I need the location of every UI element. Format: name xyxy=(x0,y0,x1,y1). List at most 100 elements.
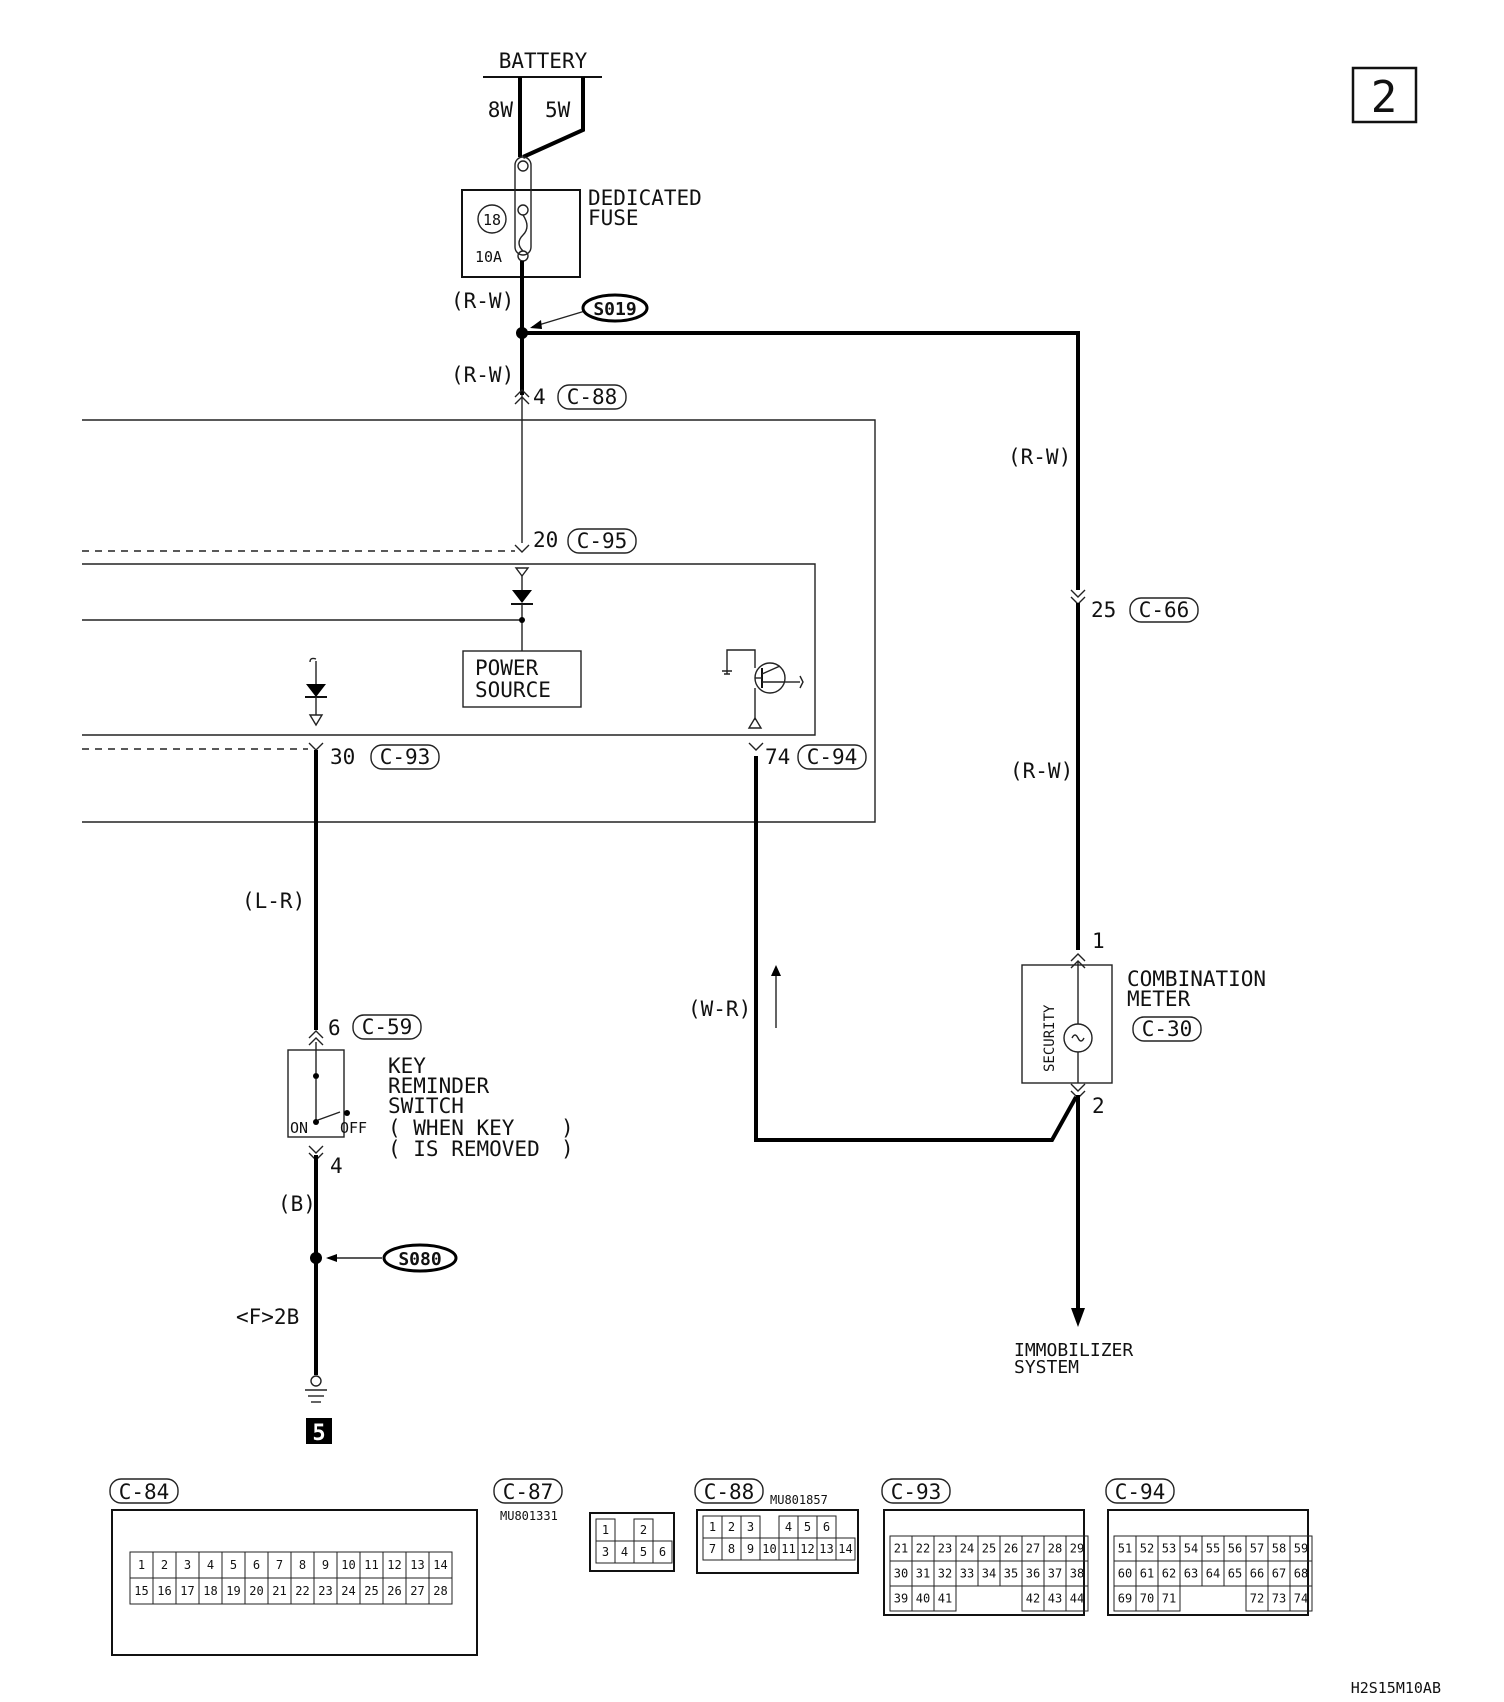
connector-c-88-pin: 4 xyxy=(785,1520,792,1534)
key-switch-line4: ( WHEN KEY xyxy=(388,1116,515,1140)
combination-meter: SECURITY COMBINATION METER C-30 2 xyxy=(1021,962,1266,1118)
connector-c-84-pin: 19 xyxy=(226,1584,240,1598)
connector-c-84-housing xyxy=(111,1509,478,1656)
connector-c-93-pin: 39 xyxy=(894,1592,908,1606)
connector-c-94-housing xyxy=(1107,1509,1309,1616)
connector-c-84-pin: 8 xyxy=(299,1558,306,1572)
connector-c-94-pin: 60 xyxy=(1118,1567,1132,1581)
connector-c-88-pin: 12 xyxy=(800,1542,814,1556)
c66-conn: C-66 xyxy=(1139,598,1190,622)
connector-c-93-pin: 29 xyxy=(1070,1542,1084,1556)
connector-c-94-pin: 62 xyxy=(1162,1567,1176,1581)
c88-conn: C-88 xyxy=(567,385,618,409)
connector-c-84-pin: 28 xyxy=(433,1584,447,1598)
connector-c-84-pin: 20 xyxy=(249,1584,263,1598)
connector-c-94-pin: 61 xyxy=(1140,1567,1154,1581)
c94-pin: 74 xyxy=(765,745,790,769)
connector-c-94-pin: 74 xyxy=(1294,1592,1308,1606)
connector-c-94-pin: 51 xyxy=(1118,1542,1132,1556)
connector-c-84-pin: 14 xyxy=(433,1558,447,1572)
connector-c-94-pin: 58 xyxy=(1272,1542,1286,1556)
connector-c-93-pin: 35 xyxy=(1004,1567,1018,1581)
ground-ref: 5 xyxy=(312,1421,325,1446)
transistor-output xyxy=(722,649,804,729)
connector-c-88-label: C-88 xyxy=(704,1480,755,1504)
connector-c-88-label-frame xyxy=(694,1478,764,1504)
connector-c-84-cavity xyxy=(428,1577,453,1605)
connector-c-84-label: C-84 xyxy=(119,1480,170,1504)
connector-c-87-label-frame xyxy=(493,1478,563,1504)
connector-c-84-pin: 7 xyxy=(276,1558,283,1572)
fuse-rating: 10A xyxy=(475,248,502,266)
connector-c-84-pin: 25 xyxy=(364,1584,378,1598)
connector-c-84-pin: 16 xyxy=(157,1584,171,1598)
connector-c-84-pin: 5 xyxy=(230,1558,237,1572)
connector-c-93-pin: 24 xyxy=(960,1542,974,1556)
c94-conn: C-94 xyxy=(807,745,858,769)
connector-c-87-pin: 2 xyxy=(640,1523,647,1537)
connector-c-93-label: C-93 xyxy=(891,1480,942,1504)
connector-c-84-pin: 1 xyxy=(138,1558,145,1572)
connector-c-84-pin: 27 xyxy=(410,1584,424,1598)
connector-c-88-part-number: MU801857 xyxy=(770,1493,828,1507)
fuse-number: 18 xyxy=(483,211,501,229)
connector-c-94-pin: 64 xyxy=(1206,1567,1220,1581)
power-source-block: POWER SOURCE xyxy=(82,567,582,708)
wire-color-rw-2: (R-W) xyxy=(451,363,514,387)
c93-pin: 30 xyxy=(330,745,355,769)
connector-c-94-pin: 52 xyxy=(1140,1542,1154,1556)
meter-feed: 25 C-66 (R-W) 1 xyxy=(1010,589,1199,969)
wire-color-rw-1: (R-W) xyxy=(451,289,514,313)
key-switch-line3: SWITCH xyxy=(388,1094,464,1118)
connector-c-93-cavity xyxy=(1065,1585,1089,1612)
wire-color-wr: (W-R) xyxy=(688,997,751,1021)
connector-c-93-pin: 41 xyxy=(938,1592,952,1606)
connector-c-84-pin: 11 xyxy=(364,1558,378,1572)
connector-c-88-pin: 8 xyxy=(728,1542,735,1556)
switch-off-label: OFF xyxy=(340,1119,367,1137)
connector-c-94-pin: 70 xyxy=(1140,1592,1154,1606)
switch-on-label: ON xyxy=(290,1119,308,1137)
connector-c-84-pin: 13 xyxy=(410,1558,424,1572)
immobilizer-output: IMMOBILIZER SYSTEM xyxy=(1014,1095,1133,1378)
connector-c-93-pin: 38 xyxy=(1070,1567,1084,1581)
meter-line1: COMBINATION xyxy=(1127,967,1266,991)
connector-c-94-pin: 56 xyxy=(1228,1542,1242,1556)
connector-c-94-pin: 69 xyxy=(1118,1592,1132,1606)
connector-c-88-pin: 3 xyxy=(747,1520,754,1534)
connector-c-93-pin: 30 xyxy=(894,1567,908,1581)
connector-c-87-pin: 1 xyxy=(602,1523,609,1537)
paren-close-2: ) xyxy=(561,1137,574,1161)
connector-c-84-pin: 26 xyxy=(387,1584,401,1598)
connector-c-93-pin: 23 xyxy=(938,1542,952,1556)
connector-c-94-pin: 53 xyxy=(1162,1542,1176,1556)
page-number-box: 2 xyxy=(1351,66,1418,124)
connector-c-93-housing xyxy=(883,1509,1085,1616)
power-feed-wires: (R-W) (R-W) (R-W) S019 xyxy=(451,261,1080,590)
connector-c-94-pin: 71 xyxy=(1162,1592,1176,1606)
connector-c-94-label-frame xyxy=(1105,1478,1175,1504)
connector-c-93-pin: 44 xyxy=(1070,1592,1084,1606)
connector-c-87-pin: 3 xyxy=(602,1545,609,1559)
connector-c-84-pin: 15 xyxy=(134,1584,148,1598)
connector-c-88-housing xyxy=(696,1509,859,1574)
meter-conn: C-30 xyxy=(1142,1017,1193,1041)
ground-label: <F>2B xyxy=(236,1305,299,1329)
connector-c-94-cavity xyxy=(1157,1585,1181,1612)
wire-color-rw-3: (R-W) xyxy=(1008,445,1071,469)
connector-c-84-pin: 10 xyxy=(341,1558,355,1572)
connector-c-84-pin: 22 xyxy=(295,1584,309,1598)
connector-c-94-pin: 57 xyxy=(1250,1542,1264,1556)
connector-c-93-pin: 26 xyxy=(1004,1542,1018,1556)
connector-c-88-pin: 1 xyxy=(709,1520,716,1534)
connector-c-94-pin: 63 xyxy=(1184,1567,1198,1581)
connector-c-88-pin: 7 xyxy=(709,1542,716,1556)
connector-c-93-pin: 31 xyxy=(916,1567,930,1581)
connector-c-88-cavity xyxy=(835,1537,856,1561)
power-source-line2: SOURCE xyxy=(475,678,551,702)
connector-c-87-pin: 4 xyxy=(621,1545,628,1559)
connector-c-94-pin: 65 xyxy=(1228,1567,1242,1581)
connector-c-88-pin: 13 xyxy=(819,1542,833,1556)
ground-wire: (B) S080 <F>2B 5 xyxy=(236,1155,458,1446)
